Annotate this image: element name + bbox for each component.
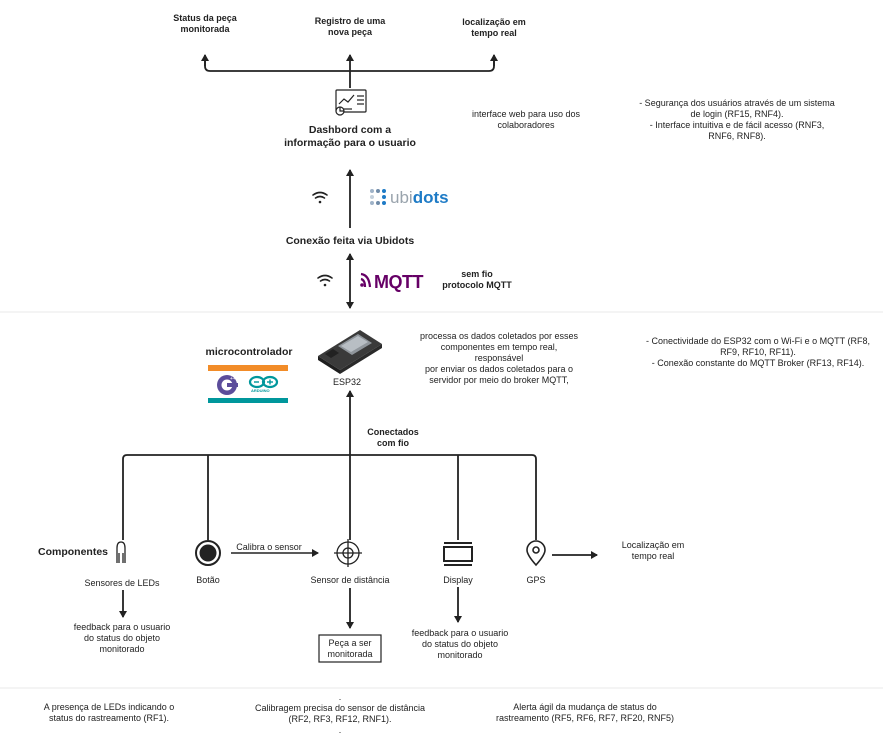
mqtt-logo-mark bbox=[360, 272, 372, 288]
label-microcontroller: microcontrolador bbox=[205, 346, 293, 358]
label-part: Peça a ser monitorada bbox=[327, 638, 373, 659]
label-calibrate: Calibra o sensor bbox=[236, 542, 302, 552]
label-monitored-status: Status da peça monitorada bbox=[173, 13, 237, 34]
arduino-wordmark: ARDUINO bbox=[251, 388, 270, 393]
label-led-feedback: feedback para o usuario do status do obj… bbox=[73, 622, 171, 654]
wifi-icon bbox=[317, 274, 333, 287]
note-alert-requirement: Alerta ágil da mudança de status do rast… bbox=[495, 702, 675, 723]
display-icon bbox=[443, 542, 473, 566]
label-led-sensors: Sensores de LEDs bbox=[84, 578, 160, 588]
label-components: Componentes bbox=[38, 546, 109, 558]
label-esp32: ESP32 bbox=[332, 377, 362, 387]
note-leds-requirement: A presença de LEDs indicando o status do… bbox=[43, 702, 175, 723]
label-display-feedback: feedback para o usuario do status do obj… bbox=[411, 628, 509, 660]
label-realtime-location: localização em tempo real bbox=[462, 17, 526, 38]
button-icon bbox=[195, 540, 221, 566]
ubidots-logo-dots bbox=[370, 189, 386, 205]
dashboard-icon bbox=[335, 89, 367, 116]
led-icon bbox=[116, 541, 126, 563]
esp32-board-icon bbox=[318, 330, 382, 374]
crosshair-sensor-icon bbox=[334, 539, 362, 567]
svg-text:++: ++ bbox=[230, 376, 236, 382]
note-calibration-requirement: . Calibragem precisa do sensor de distân… bbox=[254, 692, 426, 735]
label-wired-connection: Conectados com fio bbox=[367, 427, 419, 448]
label-gps-output: Localização em tempo real bbox=[621, 540, 685, 561]
note-esp32-processing: processa os dados coletados por esses co… bbox=[419, 331, 579, 385]
label-distance-sensor: Sensor de distância bbox=[310, 575, 390, 585]
label-new-part-registry: Registro de uma nova peça bbox=[314, 16, 386, 37]
label-button: Botão bbox=[196, 575, 220, 585]
label-display: Display bbox=[443, 575, 473, 585]
note-esp32-requirements: - Conectividade do ESP32 com o Wi-Fi e o… bbox=[646, 336, 870, 368]
label-dashboard: Dashbord com a informação para o usuario bbox=[284, 124, 416, 149]
dashboard-output-connectors bbox=[201, 54, 498, 88]
note-dashboard-requirements: - Segurança dos usuários através de um s… bbox=[639, 98, 835, 141]
mqtt-logo: MQTT bbox=[374, 272, 424, 292]
wifi-icon bbox=[312, 191, 328, 204]
wiring-tree bbox=[122, 390, 537, 540]
arduino-cpp-logo: ++ bbox=[208, 365, 288, 403]
label-gps: GPS bbox=[526, 575, 546, 585]
ubidots-logo-bold: dots bbox=[412, 188, 449, 207]
note-web-interface: interface web para uso dos colaboradores bbox=[471, 109, 581, 130]
label-mqtt: sem fio protocolo MQTT bbox=[442, 269, 512, 290]
part-box bbox=[318, 634, 382, 663]
ubidots-logo-light: ubi bbox=[390, 188, 413, 207]
gps-pin-icon bbox=[526, 540, 546, 567]
ubidots-logo: ubidots bbox=[390, 188, 449, 208]
label-ubidots-connection: Conexão feita via Ubidots bbox=[285, 235, 415, 247]
